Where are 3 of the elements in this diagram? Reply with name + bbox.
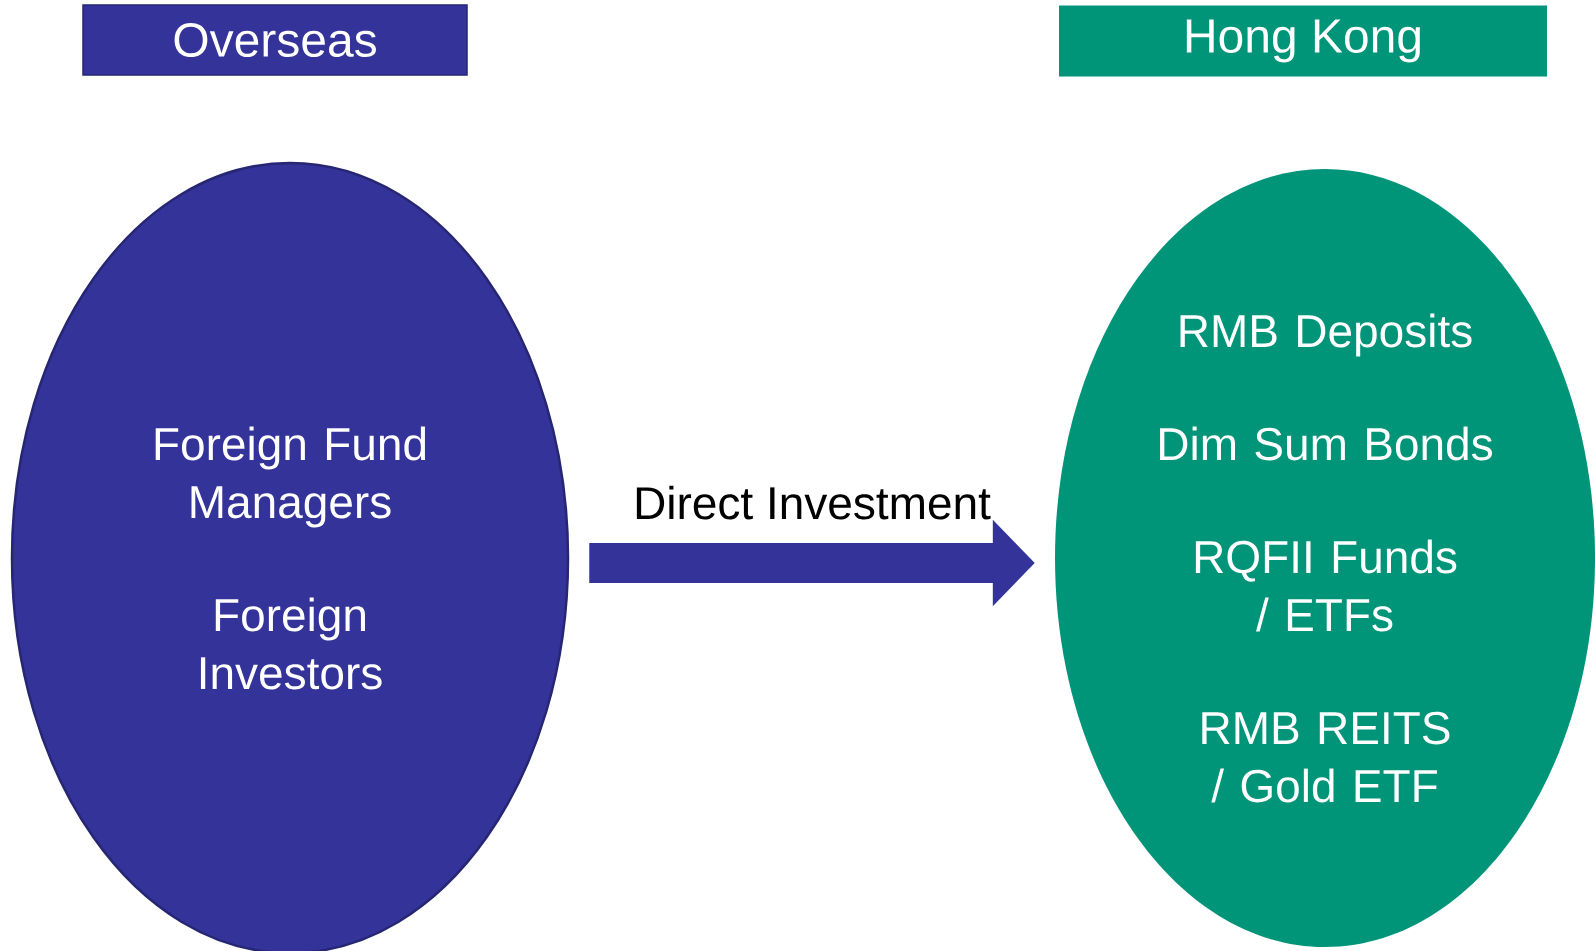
header-box: Hong Kong (1059, 5, 1547, 77)
edge-label: Direct Investment (636, 485, 991, 520)
header-box: Overseas (82, 4, 468, 76)
